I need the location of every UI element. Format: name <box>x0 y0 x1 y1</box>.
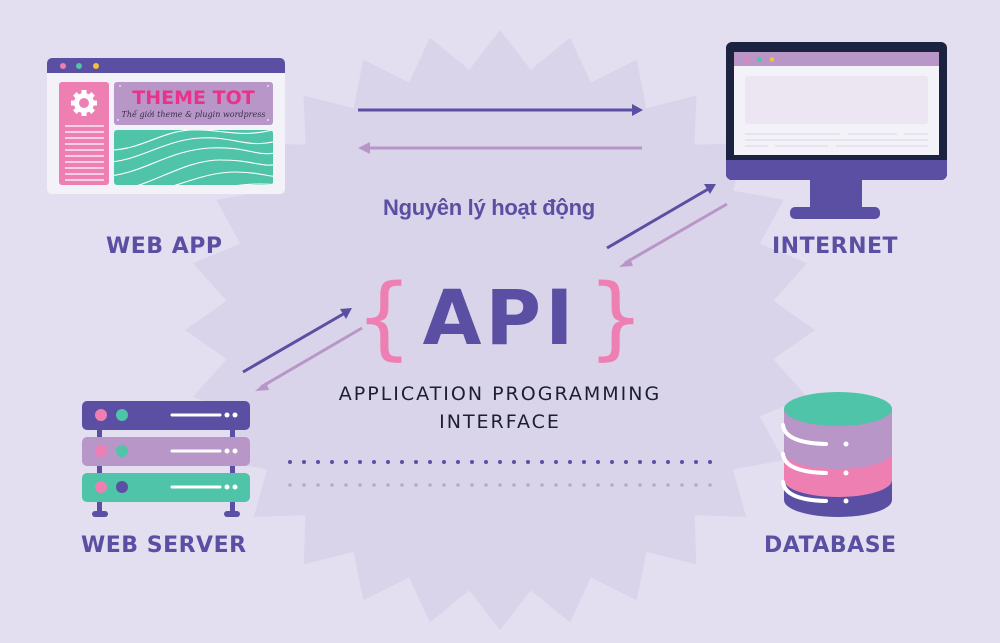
connector-dot <box>666 460 670 464</box>
connector-dot <box>428 483 432 487</box>
connector-dot <box>540 460 544 464</box>
connector-dot <box>344 483 348 487</box>
connector-dot <box>526 460 530 464</box>
connector-dot <box>386 483 390 487</box>
connector-dot <box>372 483 376 487</box>
connector-dot <box>610 460 614 464</box>
connector-dot <box>442 483 446 487</box>
connector-dot <box>596 483 600 487</box>
connector-dot <box>470 460 474 464</box>
connector-dot <box>638 483 642 487</box>
browser-window-icon <box>47 58 285 194</box>
connector-dot <box>428 460 432 464</box>
arrow-api-to-webserver <box>255 326 363 391</box>
gear-icon <box>71 90 97 116</box>
connector-dot <box>330 483 334 487</box>
connector-dot <box>596 460 600 464</box>
connector-dot <box>680 460 684 464</box>
connector-dot <box>358 460 362 464</box>
connector-dot <box>288 460 292 464</box>
api-description-line2: INTERFACE <box>439 411 561 433</box>
connector-dot <box>582 483 586 487</box>
logo-tagline: Thế giới theme & plugin wordpress <box>121 110 266 119</box>
desktop-monitor-icon <box>726 42 947 219</box>
connector-dot <box>414 483 418 487</box>
connector-dot <box>666 483 670 487</box>
dotted-link-webserver-database <box>288 460 712 464</box>
connector-dot <box>400 483 404 487</box>
api-open-brace: { <box>355 265 413 370</box>
node-label-web-app: WEB APP <box>106 234 223 259</box>
server-rack-icon <box>82 401 250 517</box>
connector-dot <box>512 483 516 487</box>
connector-dot <box>344 460 348 464</box>
connector-dot <box>498 460 502 464</box>
logo-title: THEME TOT <box>132 87 255 109</box>
connector-dot <box>456 460 460 464</box>
api-close-brace: } <box>587 265 645 370</box>
dotted-link-database-webserver <box>288 483 712 487</box>
connector-dot <box>442 460 446 464</box>
connector-dot <box>638 460 642 464</box>
connector-dot <box>708 460 712 464</box>
connector-dot <box>456 483 460 487</box>
api-title: API <box>422 273 578 362</box>
connector-dot <box>372 460 376 464</box>
database-cylinder-icon <box>781 392 892 517</box>
connector-dot <box>526 483 530 487</box>
connector-dot <box>512 460 516 464</box>
api-description: APPLICATION PROGRAMMING INTERFACE <box>300 380 700 436</box>
connector-dot <box>484 483 488 487</box>
node-label-internet: INTERNET <box>772 234 899 259</box>
api-heading: { API } <box>330 268 670 368</box>
connector-dot <box>540 483 544 487</box>
connector-dot <box>358 483 362 487</box>
connector-dot <box>652 460 656 464</box>
connector-dot <box>386 460 390 464</box>
connector-dot <box>554 460 558 464</box>
arrow-webserver-to-api <box>242 308 352 374</box>
connector-dot <box>610 483 614 487</box>
connector-dot <box>400 460 404 464</box>
connector-dot <box>694 460 698 464</box>
connector-dot <box>316 460 320 464</box>
connector-dot <box>330 460 334 464</box>
connector-dot <box>624 483 628 487</box>
connector-dot <box>568 460 572 464</box>
connector-dot <box>582 460 586 464</box>
connector-dot <box>316 483 320 487</box>
background-starburst <box>185 30 815 630</box>
connector-dot <box>652 483 656 487</box>
connector-dot <box>288 483 292 487</box>
arrow-internet-to-api <box>619 202 728 267</box>
connector-dot <box>568 483 572 487</box>
arrow-webapp-to-internet <box>358 104 643 116</box>
connector-dot <box>484 460 488 464</box>
connector-dot <box>302 460 306 464</box>
connector-dot <box>694 483 698 487</box>
connector-dot <box>302 483 306 487</box>
connector-dot <box>470 483 474 487</box>
connector-dot <box>708 483 712 487</box>
api-description-line1: APPLICATION PROGRAMMING <box>338 383 662 405</box>
connector-dot <box>498 483 502 487</box>
diagram-subtitle: Nguyên lý hoạt động <box>383 195 595 220</box>
connector-dot <box>624 460 628 464</box>
connector-dot <box>680 483 684 487</box>
arrow-api-to-internet <box>606 184 716 250</box>
connector-dot <box>554 483 558 487</box>
connector-dot <box>414 460 418 464</box>
node-label-web-server: WEB SERVER <box>81 533 247 558</box>
arrow-internet-to-webapp <box>358 142 642 154</box>
logo: THEME TOT Thế giới theme & plugin wordpr… <box>114 82 273 125</box>
node-label-database: DATABASE <box>764 533 897 558</box>
